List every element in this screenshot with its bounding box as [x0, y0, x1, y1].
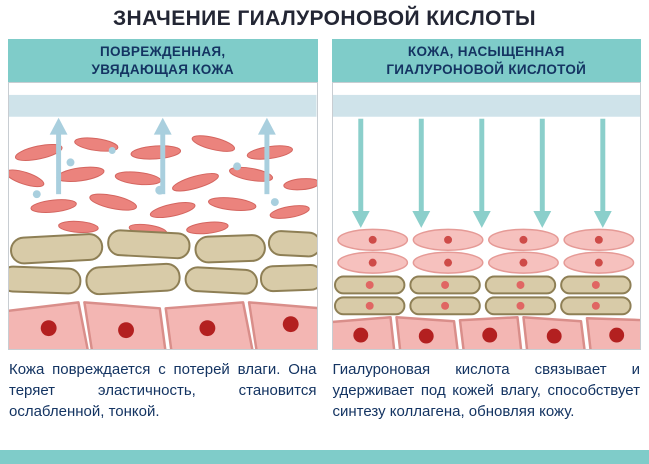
moisture-dot	[108, 147, 116, 154]
panel-damaged-skin: ПОВРЕЖДЕННАЯ, УВЯДАЮЩАЯ КОЖА	[8, 39, 318, 422]
collagen-fiber	[269, 205, 310, 219]
collagen-fiber	[89, 193, 137, 211]
panel-damaged-description: Кожа повреждается с потерей влаги. Она т…	[9, 361, 317, 420]
dermis-cell-dot	[516, 301, 524, 310]
collagen-fiber	[58, 220, 99, 234]
skin-cell	[247, 301, 317, 349]
moisture-dot	[66, 158, 75, 167]
damaged-skin-diagram	[9, 94, 317, 349]
skin-surface-band	[9, 94, 317, 117]
hyaluronic-dot	[594, 235, 603, 244]
dermis-cell-dot	[516, 281, 524, 289]
dermis-cell-dot	[440, 301, 449, 310]
dermis-cells-layer	[333, 275, 632, 316]
dermis-cell	[267, 230, 317, 258]
collagen-fiber	[130, 145, 182, 160]
dermis-cell-dot	[440, 281, 449, 289]
hyaluronic-dot	[368, 235, 377, 244]
dermis-cell	[107, 229, 191, 260]
hyaluronic-dot	[594, 258, 603, 267]
comparison-panels: ПОВРЕЖДЕННАЯ, УВЯДАЮЩАЯ КОЖА	[0, 39, 649, 422]
hydrated-skin-illustration	[331, 82, 641, 350]
dermis-cell	[9, 265, 82, 295]
damaged-skin-illustration	[8, 82, 318, 350]
collagen-fiber	[246, 145, 293, 160]
collagen-fiber	[229, 166, 274, 182]
moisture-absorb-arrows	[351, 118, 612, 228]
hyaluronic-dot	[443, 235, 452, 244]
panel-hydrated-skin: КОЖА, НАСЫЩЕННАЯ ГИАЛУРОНОВОЙ КИСЛОТОЙ	[331, 39, 641, 422]
hyaluronic-dot	[518, 258, 527, 267]
collagen-fiber	[208, 197, 257, 212]
skin-surface-band	[332, 94, 640, 117]
down-arrow-icon	[532, 118, 551, 228]
panel-damaged-header-line1: ПОВРЕЖДЕННАЯ,	[100, 43, 226, 59]
collagen-fiber	[186, 221, 229, 235]
footer-accent-bar	[0, 450, 649, 464]
collagen-fiber	[9, 169, 45, 188]
panel-damaged-header-line2: УВЯДАЮЩАЯ КОЖА	[91, 61, 234, 77]
collagen-fiber	[74, 137, 119, 152]
collagen-fiber	[56, 166, 105, 183]
cell-nucleus	[282, 316, 299, 333]
collagen-fiber	[149, 202, 196, 219]
hydrated-surface-cells-layer	[336, 228, 634, 274]
cell-nucleus	[352, 327, 368, 343]
moisture-dot	[270, 198, 279, 207]
panel-hydrated-header-line2: ГИАЛУРОНОВОЙ КИСЛОТОЙ	[386, 61, 587, 77]
collagen-fiber	[30, 199, 77, 213]
moisture-loss-arrows	[49, 117, 276, 195]
dermis-cell-dot	[591, 301, 600, 310]
down-arrow-icon	[472, 118, 491, 228]
down-arrow-icon	[593, 118, 612, 228]
down-arrow-icon	[411, 118, 430, 228]
moisture-dots	[32, 147, 279, 207]
collagen-fiber	[14, 143, 63, 161]
panel-hydrated-header-line1: КОЖА, НАСЫЩЕННАЯ	[407, 43, 565, 59]
up-arrow-icon	[257, 117, 276, 195]
dermis-cell-dot	[365, 281, 374, 289]
collagen-fiber	[114, 171, 162, 186]
cell-nucleus	[608, 327, 624, 343]
cell-nucleus	[118, 322, 134, 339]
panel-hydrated-description: Гиалуроновая кислота связывает и удержив…	[332, 361, 641, 420]
collagen-fiber	[172, 173, 219, 192]
cell-nucleus	[40, 320, 57, 337]
hyaluronic-dot	[518, 235, 527, 244]
down-arrow-icon	[351, 118, 370, 228]
moisture-dot	[32, 190, 41, 199]
cell-nucleus	[481, 327, 497, 343]
dermis-cell	[259, 263, 317, 293]
moisture-dot	[233, 162, 242, 171]
dermis-cell	[10, 233, 104, 265]
cell-nucleus	[418, 328, 434, 344]
dermis-cell	[184, 266, 258, 295]
dermis-cell-dot	[365, 301, 374, 310]
hyaluronic-dot	[443, 258, 452, 267]
hydrated-skin-diagram	[332, 94, 640, 349]
up-arrow-icon	[49, 117, 68, 195]
basal-cells-layer	[9, 301, 317, 349]
page-title: ЗНАЧЕНИЕ ГИАЛУРОНОВОЙ КИСЛОТЫ	[112, 7, 537, 30]
hyaluronic-dot	[368, 258, 377, 267]
dermis-cell	[85, 262, 181, 296]
cell-nucleus	[199, 320, 216, 337]
collagen-fiber	[283, 178, 317, 191]
up-arrow-icon	[153, 117, 172, 195]
dermis-cells-layer	[9, 229, 317, 296]
cell-nucleus	[546, 328, 562, 344]
panel-hydrated-header: КОЖА, НАСЫЩЕННАЯ ГИАЛУРОНОВОЙ КИСЛОТОЙ	[331, 39, 641, 82]
basal-cells-layer	[332, 315, 640, 349]
collagen-fiber	[191, 135, 236, 152]
panel-damaged-header: ПОВРЕЖДЕННАЯ, УВЯДАЮЩАЯ КОЖА	[8, 39, 318, 82]
dermis-cell	[194, 234, 266, 264]
dermis-cell-dot	[591, 281, 600, 289]
